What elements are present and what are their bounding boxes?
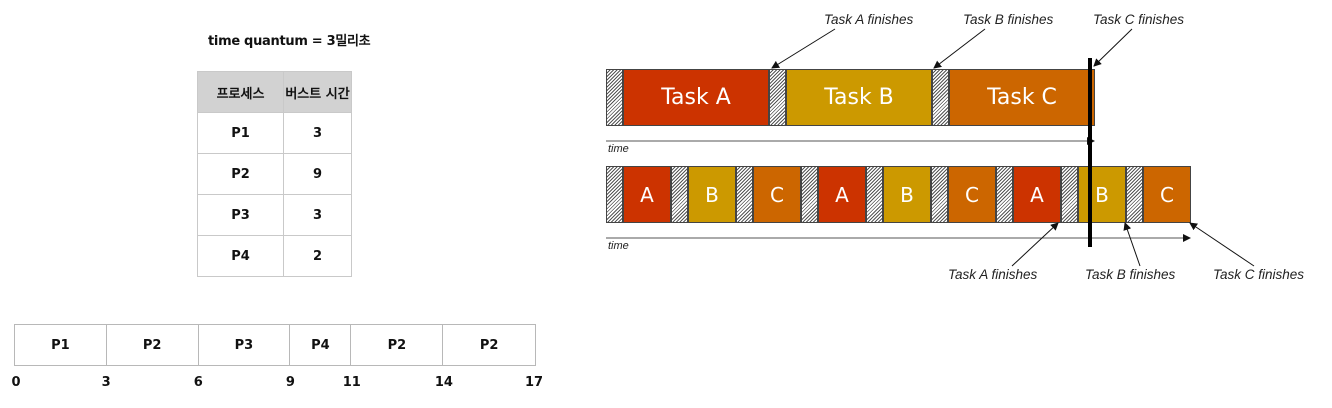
cell-process: P2: [197, 153, 284, 195]
gantt-segment: P2: [107, 325, 199, 365]
header-burst-time: 버스트 시간: [283, 71, 352, 113]
table-header-row: 프로세스 버스트 시간: [197, 71, 352, 113]
table-row: P1 3: [197, 112, 352, 154]
slice-c: C: [753, 166, 801, 223]
slice-a: A: [1013, 166, 1061, 223]
cell-burst: 9: [283, 153, 352, 195]
table-row: P2 9: [197, 153, 352, 195]
context-switch-hatch: [931, 166, 948, 223]
context-switch-hatch: [996, 166, 1013, 223]
arrow-task-c-bottom: [1189, 222, 1255, 267]
arrow-task-a-bottom: [1011, 222, 1059, 267]
time-label-bottom: time: [608, 240, 629, 252]
slice-c: C: [948, 166, 996, 223]
context-switch-hatch: [932, 69, 949, 126]
gantt-segment: P2: [351, 325, 444, 365]
label-task-a-finishes-top: Task A finishes: [824, 12, 914, 27]
arrow-task-b-bottom: [1123, 222, 1141, 267]
slice-b: B: [688, 166, 736, 223]
cell-process: P4: [197, 235, 284, 277]
context-switch-hatch: [801, 166, 818, 223]
task-block-task-a: Task A: [623, 69, 769, 126]
task-block-task-c: Task C: [949, 69, 1095, 126]
gantt-tick: 0: [11, 375, 21, 390]
context-switch-hatch: [671, 166, 688, 223]
cell-burst: 3: [283, 112, 352, 154]
slice-c: C: [1143, 166, 1191, 223]
gantt-segment: P4: [290, 325, 352, 365]
table-row: P4 2: [197, 235, 352, 277]
context-switch-hatch: [736, 166, 753, 223]
task-block-task-b: Task B: [786, 69, 932, 126]
gantt-tick: 17: [524, 375, 544, 390]
gantt-segment: P3: [199, 325, 291, 365]
slice-b: B: [883, 166, 931, 223]
context-switch-hatch: [606, 69, 623, 126]
slice-b: B: [1078, 166, 1126, 223]
gantt-tick: 9: [285, 375, 295, 390]
arrow-task-b-top: [933, 28, 986, 69]
arrow-task-c-top: [1093, 28, 1133, 67]
gantt-tick: 3: [101, 375, 111, 390]
gantt-segment: P1: [15, 325, 107, 365]
gantt-tick: 14: [434, 375, 453, 390]
gantt-tick: 6: [193, 375, 203, 390]
context-switch-hatch: [1061, 166, 1078, 223]
slice-a: A: [623, 166, 671, 223]
context-switch-hatch: [1126, 166, 1143, 223]
time-label-top: time: [608, 143, 629, 155]
context-switch-hatch: [866, 166, 883, 223]
cell-burst: 2: [283, 235, 352, 277]
gantt-segment: P2: [479, 337, 499, 353]
arrow-task-a-top: [771, 28, 836, 69]
context-switch-hatch: [769, 69, 786, 126]
label-task-c-finishes-top: Task C finishes: [1093, 12, 1185, 27]
process-table: 프로세스 버스트 시간 P1 3 P2 9 P3 3 P4 2: [197, 71, 352, 277]
label-task-b-finishes-bottom: Task B finishes: [1085, 267, 1176, 282]
cell-process: P3: [197, 194, 284, 236]
quantum-label: time quantum = 3밀리초: [208, 34, 371, 49]
slice-a: A: [818, 166, 866, 223]
table-row: P3 3: [197, 194, 352, 236]
label-task-a-finishes-bottom: Task A finishes: [948, 267, 1038, 282]
label-task-c-finishes-bottom: Task C finishes: [1213, 267, 1305, 282]
gantt-tick: 11: [342, 375, 361, 390]
label-task-b-finishes-top: Task B finishes: [963, 12, 1054, 27]
context-switch-hatch: [606, 166, 623, 223]
